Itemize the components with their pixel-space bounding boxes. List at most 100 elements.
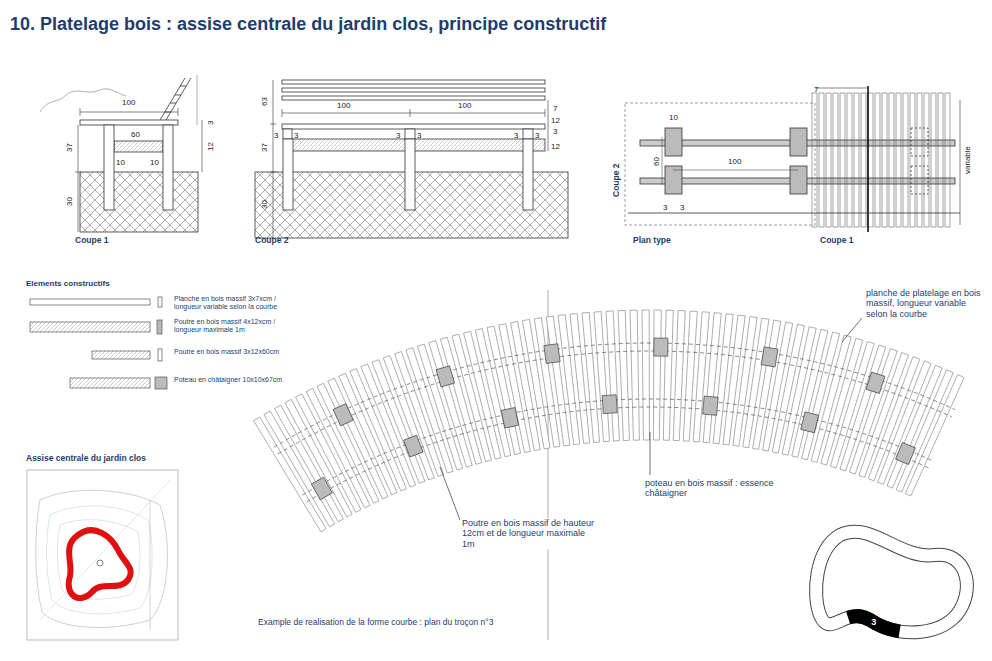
dimension-label: 10 (116, 158, 125, 167)
plank (945, 93, 950, 227)
plank (931, 93, 936, 227)
post (311, 477, 332, 500)
divider-line (548, 290, 549, 640)
legend-text: Poutre en bois massif 3x12x60cm (174, 348, 299, 356)
beam-line (307, 407, 929, 502)
dimension-label: 100 (122, 98, 135, 107)
deck-plank (630, 310, 639, 440)
post (654, 338, 668, 356)
plank (903, 93, 908, 227)
plank (910, 93, 915, 227)
leader-lines (440, 318, 862, 520)
dimension-label: 3 (535, 131, 539, 140)
key-map (816, 532, 967, 633)
dimension-label: 100 (728, 157, 741, 166)
post (501, 408, 518, 429)
post (404, 435, 423, 457)
post (703, 396, 719, 415)
beam-line (302, 399, 931, 495)
plank (882, 93, 887, 227)
dimension-label: 37 (260, 144, 269, 153)
dimension-label: Assise centrale du jardin clos (26, 454, 146, 464)
plank (812, 93, 817, 227)
dimension-label: 3 (663, 203, 667, 212)
dimension-label: 3 (553, 127, 557, 136)
callout-note: poteau en bois massif : essence châtaign… (645, 478, 775, 499)
plank (833, 93, 838, 227)
legend-samples (30, 297, 167, 389)
dimension-label: 100 (458, 101, 471, 110)
post (801, 412, 819, 433)
deck-plank (618, 310, 629, 440)
dimension-label: Coupe 2 (612, 163, 622, 197)
dimension-label: 3 (294, 131, 298, 140)
dimension-label: 60 (131, 130, 140, 139)
plank (826, 93, 831, 227)
deck-plank (896, 370, 953, 492)
deck-plank (653, 310, 661, 440)
dimension-label: 100 (337, 101, 350, 110)
section-2 (255, 80, 568, 238)
dimension-label: 10 (669, 113, 678, 122)
dimension-label: 30 (260, 201, 269, 210)
dimension-label: Coupe 1 (820, 236, 854, 246)
dimension-label: 12 (206, 143, 215, 152)
dimension-label: 10 (150, 158, 159, 167)
plank (840, 93, 845, 227)
dimension-label: 30 (65, 198, 74, 207)
dimension-label: 7 (553, 104, 557, 113)
site-plan (27, 470, 178, 640)
plank (938, 93, 943, 227)
post (436, 366, 454, 387)
plank (917, 93, 922, 227)
deck-plank (663, 310, 673, 440)
deck-plank (642, 310, 649, 440)
plank (889, 93, 894, 227)
segment-number: 3 (871, 617, 876, 627)
sheet-title: 10. Platelage bois : assise centrale du … (10, 14, 606, 35)
curved-deck (254, 310, 965, 532)
plank (875, 93, 880, 227)
plank (854, 93, 859, 227)
dimension-label: Coupe 2 (255, 236, 289, 246)
dimension-label: Example de realisation de la forme courb… (258, 618, 493, 628)
plank (924, 93, 929, 227)
post (602, 395, 617, 414)
post (333, 404, 353, 426)
callout-note: Poutre en bois massif de hauteur 12cm et… (462, 518, 597, 549)
legend-text: Poutre en bois massif 4x12xcm / longueur… (174, 318, 299, 334)
deck-plank (606, 311, 619, 441)
callout-note: planche de platelage en bois massif, lon… (866, 288, 986, 319)
beam-line (274, 343, 955, 447)
legend-text: Planche en bois massif 3x7xcm / longueur… (174, 295, 299, 311)
dimension-label: 37 (65, 144, 74, 153)
dimension-label: 3 (680, 203, 684, 212)
dimension-label: 12 (551, 142, 560, 151)
plank (847, 93, 852, 227)
dimension-label: 3 (396, 131, 400, 140)
deck-plank (673, 311, 685, 441)
dimension-label: 3 (417, 131, 421, 140)
post (896, 443, 916, 465)
dimension-label: Plan type (633, 236, 671, 246)
dimension-label: 12 (551, 116, 560, 125)
dimension-label: 60 (652, 158, 661, 167)
post (544, 344, 560, 364)
section-1 (40, 75, 202, 232)
beam-line (278, 351, 952, 454)
dimension-label: Coupe 1 (75, 236, 109, 246)
post (866, 372, 885, 393)
plank (896, 93, 901, 227)
plank (819, 93, 824, 227)
dimension-label: variable (963, 146, 972, 174)
dimension-label: 7 (814, 85, 818, 94)
dimension-label: 3 (514, 131, 518, 140)
deck-plank (905, 375, 964, 496)
dimension-label: 3 (206, 121, 215, 125)
plan-view (625, 86, 960, 232)
legend-text: Poteau en châtaigner 10x10x67cm (174, 376, 299, 384)
plank (861, 93, 866, 227)
post (761, 347, 778, 367)
